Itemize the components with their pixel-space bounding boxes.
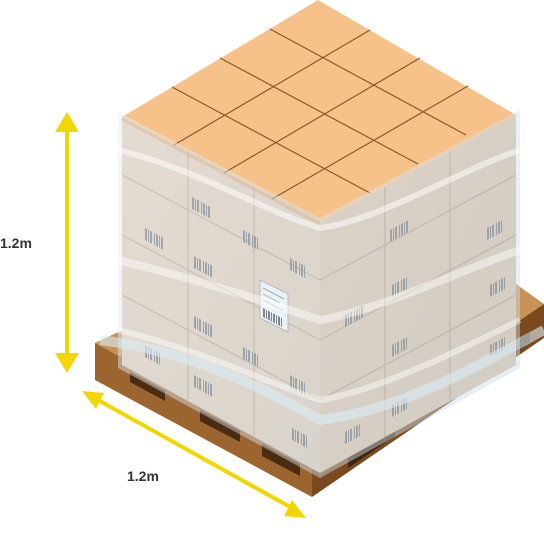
double-arrow-diagonal-icon	[82, 391, 306, 518]
stretch-wrap	[99, 110, 544, 478]
height-dimension-label: 1.2m	[0, 235, 32, 251]
width-dimension-label: 1.2m	[127, 468, 159, 484]
double-arrow-vertical-icon	[55, 112, 79, 373]
